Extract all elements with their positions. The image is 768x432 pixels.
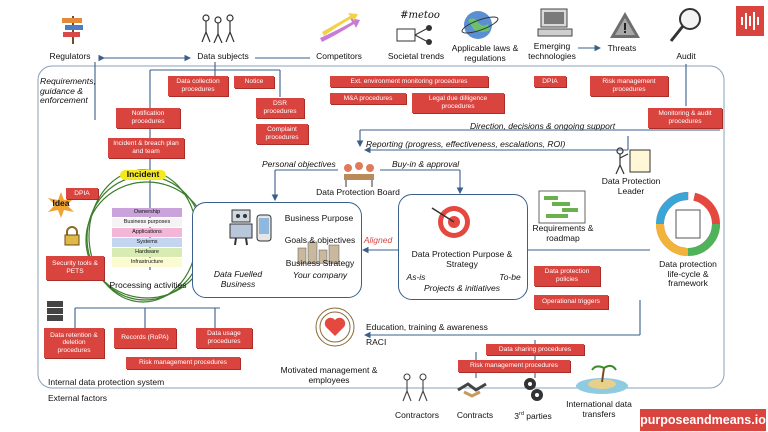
layer-infrastructure: Infrastructure [112,258,182,267]
internal-system-label: Internal data protection system [48,377,165,387]
starburst-icon [46,192,76,218]
dp-purpose-strategy-label: Data Protection Purpose & Strategy [411,249,513,269]
processing-activities-label: Processing activities [109,280,187,290]
legal-dd-box: Legal due dilligence procedures [412,93,504,113]
contractors-people-icon [398,372,434,402]
city-skyline-icon [296,240,346,265]
as-is-label: As-is [406,272,426,282]
business-strategy-label: Business Strategy [285,258,355,268]
contracts-label: Contracts [456,410,494,420]
idea-label: Idea [52,198,70,208]
external-factors-label: External factors [48,393,108,403]
risk-mgmt-sharing-box: Risk management procedures [458,360,570,372]
target-icon [428,200,472,244]
threats-label: Threats [607,43,637,53]
buy-in-annotation: Buy-in & approval [392,159,460,169]
leader-figure-icon [610,146,654,176]
dp-policies-box: Data protection policies [534,266,600,286]
education-annotation: Education, training & awareness [366,322,488,332]
lifecycle-cycle-icon [654,192,722,256]
layer-stack: Ownership Business purposes Applications… [110,208,186,268]
motivated-label: Motivated management & employees [280,365,378,385]
operational-triggers-box: Operational triggers [534,295,608,309]
sound-bars-icon [736,6,764,36]
business-purpose-label: Business Purpose [284,213,354,223]
projects-initiatives-label: Projects & initiatives [423,283,501,293]
network-icon [396,24,436,46]
regulators-label: Regulators [49,51,91,61]
complaint-box: Complaint procedures [256,124,308,144]
international-label: International data transfers [566,399,632,419]
globe-icon [460,8,500,42]
data-sharing-box: Data sharing procedures [486,344,584,355]
phone-icon [256,214,272,242]
goals-label: Goals & objectives [284,235,356,245]
personal-objectives-annotation: Personal objectives [262,159,336,169]
island-map-icon [574,360,630,396]
dp-board-label: Data Protection Board [316,187,400,197]
audit-label: Audit [676,51,696,61]
data-fuelled-label: Data Fuelled Business [213,269,263,289]
records-box: Records (RoPA) [114,328,176,348]
incident-breach-box: Incident & breach plan and team [108,138,184,158]
contractors-label: Contractors [395,410,439,420]
raci-annotation: RACI [366,337,387,347]
signpost-icon [60,14,86,44]
metoo-hashtag: #metoo [400,10,440,21]
handshake-icon [456,380,488,400]
padlock-icon [62,226,82,246]
direction-annotation: Direction, decisions & ongoing support [470,121,616,131]
laws-label: Applicable laws & regulations [451,43,519,63]
hazard-icon [608,10,642,42]
data-usage-box: Data usage procedures [196,328,252,348]
notice-box: Notice [234,76,274,88]
data-subjects-label: Data subjects [197,51,249,61]
layer-systems: Systems [112,238,182,247]
third-parties-label: 3rd parties [514,410,552,421]
dpia-top-box: DPIA [534,76,566,87]
dp-leader-label: Data Protection Leader [601,176,661,196]
dpia-left-box: DPIA [66,188,98,199]
emerging-tech-label: Emerging technologies [528,41,576,61]
dsr-box: DSR procedures [256,98,304,118]
gears-icon [522,376,544,402]
your-company-label: Your company [292,270,348,280]
incident-label: Incident [120,169,166,180]
requirements-annotation: Requirements, guidance & enforcement [40,76,96,106]
reporting-annotation: Reporting (progress, effectiveness, esca… [366,139,566,149]
heart-team-icon [312,306,358,348]
magnifier-icon [668,6,704,44]
risk-mgmt-bottom-box: Risk management procedures [126,357,240,369]
roadmap-chart-icon [538,190,586,224]
layer-applications: Applications [112,228,182,237]
to-be-label: To-be [499,272,521,282]
data-collection-box: Data collection procedures [168,76,228,96]
notification-box: Notification procedures [116,108,180,128]
people-group-icon [198,12,238,44]
arrows-race-icon [318,12,362,44]
server-rack-icon [46,300,64,322]
competitors-label: Competitors [316,51,362,61]
aligned-label: Aligned [363,235,393,245]
data-retention-box: Data retention & deletion procedures [44,328,104,358]
robot-icon [226,208,256,246]
security-tools-box: Security tools & PETS [46,256,104,280]
ext-monitoring-box: Ext. environment monitoring procedures [330,76,488,87]
monitoring-audit-box: Monitoring & audit procedures [648,108,722,128]
layer-business-purposes: Business purposes [112,218,182,227]
mna-box: M&A procedures [330,93,406,104]
risk-mgmt-top-box: Risk management procedures [590,76,668,96]
computer-icon [536,8,574,38]
societal-trends-label: Societal trends [387,51,445,61]
layer-ownership: Ownership [112,208,182,217]
requirements-roadmap-label: Requirements & roadmap [532,223,594,243]
lifecycle-label: Data protection life-cycle & framework [659,259,717,289]
brand-banner[interactable]: purposeandmeans.io [640,409,766,431]
layer-hardware: Hardware [112,248,182,257]
board-meeting-icon [338,156,380,188]
